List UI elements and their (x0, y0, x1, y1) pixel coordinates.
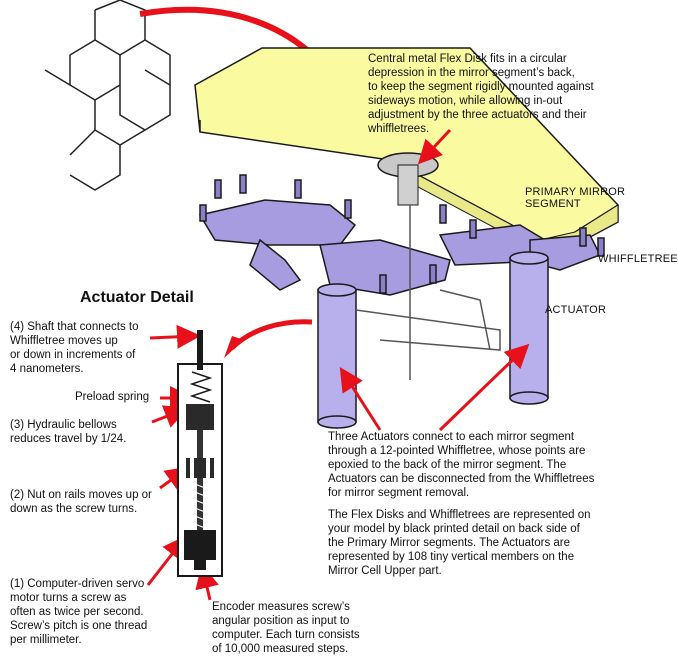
support-structure (355, 205, 501, 380)
primary-mirror-segment (194, 47, 619, 253)
whiffletree-label: WHIFFLETREE (598, 253, 678, 265)
part-encoder: Encoder measures screw’s angular positio… (212, 601, 360, 655)
three-actuators-text: Three Actuators connect to each mirror s… (328, 431, 595, 499)
actuator-detail-diagram (177, 330, 223, 577)
actuator-label: ACTUATOR (545, 304, 607, 316)
curved-arrow-detail (230, 319, 313, 350)
part-nut-on-rails: (2) Nut on rails moves up or down as the… (10, 489, 152, 515)
whiffletree-pins (199, 174, 605, 294)
flex-disk-callout: Central metal Flex Disk fits in a circul… (368, 53, 594, 135)
part-servo-motor: (1) Computer-driven servo motor turns a … (10, 578, 148, 646)
actuator-detail-title: Actuator Detail (80, 289, 194, 306)
actuator-cylinders (317, 251, 549, 429)
primary-mirror-segment-label: PRIMARY MIRROR SEGMENT (525, 186, 626, 210)
part-shaft: (4) Shaft that connects to Whiffletree m… (10, 321, 139, 375)
part-hydraulic-bellows: (3) Hydraulic bellows reduces travel by … (10, 419, 127, 445)
model-note-text: The Flex Disks and Whiffletrees are repr… (328, 509, 591, 577)
part-preload-spring: Preload spring (75, 391, 150, 403)
hexagon-grid (44, 0, 171, 191)
